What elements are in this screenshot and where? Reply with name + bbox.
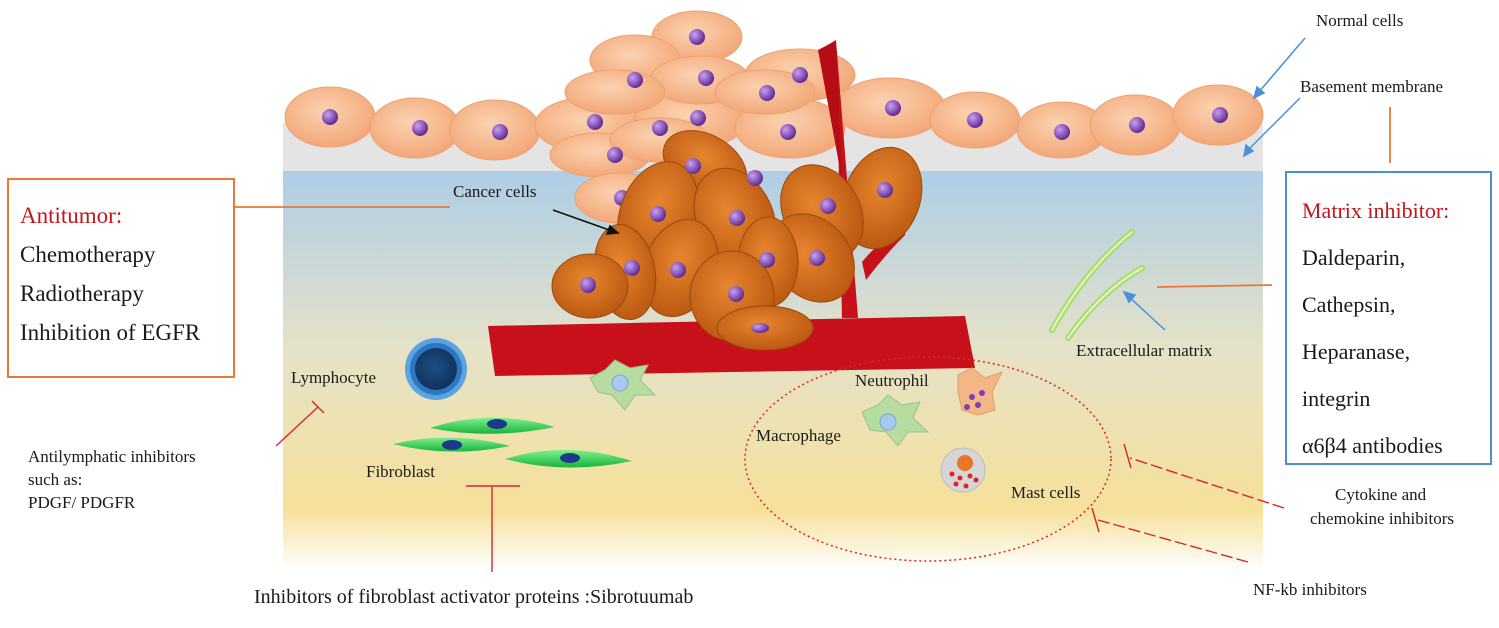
antilymphatic-line-2: such as: xyxy=(28,470,83,489)
fibroblast-inhibitors-label: Inhibitors of fibroblast activator prote… xyxy=(254,586,694,608)
neutrophil-cell xyxy=(957,367,1004,416)
matrix-item-daldeparin: Daldeparin, xyxy=(1302,245,1406,270)
extracellular-matrix-fibers xyxy=(1049,229,1145,341)
blood-vessel xyxy=(488,316,975,376)
matrix-item-cathepsin: Cathepsin, xyxy=(1302,292,1396,317)
label-normal-cells: Normal cells xyxy=(1316,11,1404,30)
orange-connector-lines xyxy=(235,107,1391,288)
vessel-branch-upper xyxy=(818,40,842,180)
label-basement-membrane: Basement membrane xyxy=(1300,77,1444,96)
cancer-cell-nuclei xyxy=(580,158,893,333)
blue-pointer-arrows xyxy=(1122,37,1306,331)
macrophage-cell-center xyxy=(861,394,930,447)
label-neutrophil: Neutrophil xyxy=(855,371,929,390)
macrophage-cell-left xyxy=(589,359,657,411)
matrix-item-heparanase: Heparanase, xyxy=(1302,339,1411,364)
inhibitor-lines xyxy=(275,400,1285,572)
label-cancer-cells: Cancer cells xyxy=(453,182,537,201)
matrix-item-antibodies: α6β4 antibodies xyxy=(1302,433,1443,458)
label-mast-cells: Mast cells xyxy=(1011,483,1081,502)
antitumor-item-chemotherapy: Chemotherapy xyxy=(20,242,156,267)
immune-cells-boundary xyxy=(744,356,1112,562)
mast-cell xyxy=(940,447,986,493)
antitumor-box: Antitumor: Chemotherapy Radiotherapy Inh… xyxy=(7,178,235,378)
label-fibroblast: Fibroblast xyxy=(366,462,435,481)
antitumor-heading: Antitumor: xyxy=(20,203,123,228)
antitumor-item-egfr: Inhibition of EGFR xyxy=(20,320,201,345)
label-extracellular-matrix: Extracellular matrix xyxy=(1076,341,1213,360)
normal-cell-nuclei xyxy=(322,29,1228,206)
label-lymphocyte: Lymphocyte xyxy=(291,368,376,387)
cytokine-line-1: Cytokine and xyxy=(1335,485,1427,504)
lymphocyte-cell xyxy=(405,338,467,400)
cytokine-line-2: chemokine inhibitors xyxy=(1310,509,1455,528)
cancer-cells-arrow xyxy=(552,209,620,235)
fibroblast-cells xyxy=(393,417,632,468)
matrix-item-integrin: integrin xyxy=(1302,386,1371,411)
antilymphatic-line-3: PDGF/ PDGFR xyxy=(28,493,136,512)
nfkb-inhibitors-label: NF-kb inhibitors xyxy=(1253,580,1367,599)
matrix-inhibitor-box: Matrix inhibitor: Daldeparin, Cathepsin,… xyxy=(1285,171,1492,465)
antitumor-item-radiotherapy: Radiotherapy xyxy=(20,281,144,306)
matrix-inhibitor-heading: Matrix inhibitor: xyxy=(1302,198,1450,223)
label-macrophage: Macrophage xyxy=(756,426,841,445)
antilymphatic-line-1: Antilymphatic inhibitors xyxy=(28,447,196,466)
